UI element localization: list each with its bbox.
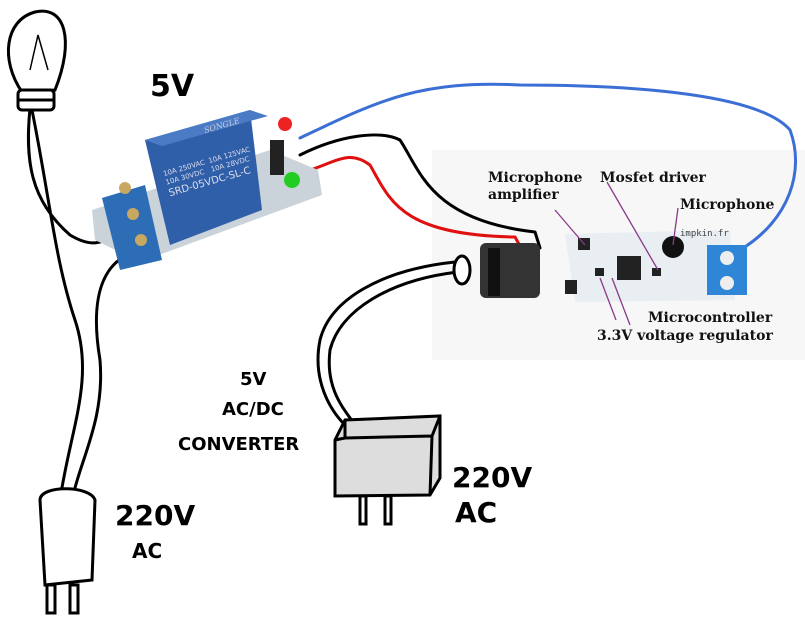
mains-right-label-line2: AC bbox=[455, 496, 497, 529]
converter-label-line3: CONVERTER bbox=[178, 434, 299, 455]
label-microphone: Microphone bbox=[680, 197, 775, 213]
relay-body bbox=[145, 110, 262, 245]
mains-plug-left-icon bbox=[38, 487, 97, 615]
label-voltage-regulator: 3.3V voltage regulator bbox=[597, 328, 773, 344]
ground-wire bbox=[298, 133, 542, 250]
relay-header-pins bbox=[270, 140, 284, 175]
label-mic-amplifier-1: Microphone bbox=[488, 170, 583, 186]
relay-module: SONGLE 10A 250VAC 10A 30VDC 10A 125VAC 1… bbox=[92, 110, 322, 270]
ac-dc-converter-icon bbox=[333, 414, 442, 526]
converter-label-line2: AC/DC bbox=[222, 399, 284, 420]
annotation-pointers bbox=[554, 181, 679, 326]
mains-wire-left-2 bbox=[70, 248, 142, 502]
mains-wire-left bbox=[26, 106, 117, 502]
red-led-icon bbox=[278, 117, 292, 131]
mains-left-label-line1: 220V bbox=[115, 499, 195, 532]
sound-sensor-board: impkin.fr Microphone amplifier Mosfet dr… bbox=[452, 170, 775, 344]
label-mic-amplifier-2: amplifier bbox=[488, 187, 559, 203]
converter-label-line1: 5V bbox=[240, 369, 267, 390]
converter-cable bbox=[316, 260, 460, 427]
label-mosfet-driver: Mosfet driver bbox=[600, 170, 707, 186]
mains-right-label-line1: 220V bbox=[452, 461, 532, 494]
positive-wire bbox=[303, 155, 522, 248]
relay-voltage-label: 5V bbox=[150, 69, 195, 104]
green-led-icon bbox=[284, 172, 300, 188]
dc-plug bbox=[452, 254, 472, 286]
board-silkscreen: impkin.fr bbox=[680, 229, 729, 239]
label-microcontroller: Microcontroller bbox=[648, 310, 773, 326]
microcontroller-chip bbox=[617, 256, 641, 280]
relay-screw-terminal bbox=[102, 185, 162, 270]
light-bulb-icon bbox=[7, 9, 67, 112]
microphone-capsule bbox=[662, 236, 684, 258]
mains-left-label-line2: AC bbox=[132, 539, 162, 563]
signal-wire bbox=[298, 82, 798, 252]
